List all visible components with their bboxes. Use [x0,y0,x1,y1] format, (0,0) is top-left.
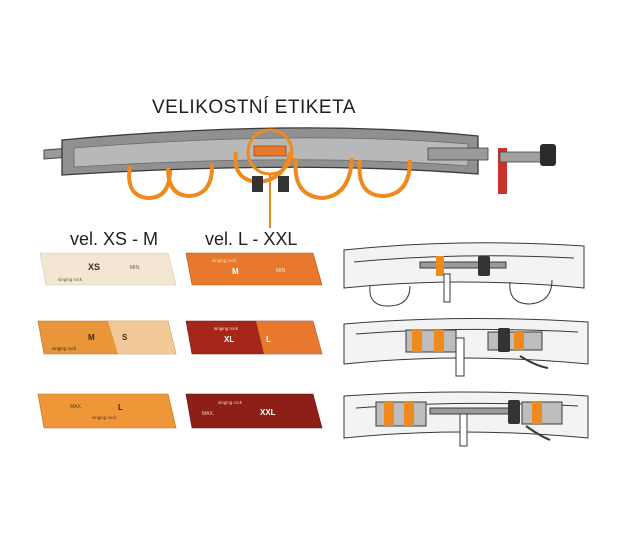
label-xs-shape [39,252,177,286]
size-labels: XS MIN. singing rock M MIN. singing rock… [37,252,323,429]
buckle-left [252,176,263,192]
column-heading-xs-m: vel. XS - M [70,229,159,249]
label-xxl-shape [185,393,323,429]
harness-illustration [43,127,556,228]
label-m-s-alt: S [122,333,128,342]
label-xl-l-alt: L [266,335,271,344]
adjustment-sketches [343,242,589,447]
gear-loop-2 [166,163,215,199]
red-tab [498,148,507,194]
label-xs-alt: MIN. [130,265,141,271]
adjustment-sketch-1 [343,242,585,307]
label-xl-l-brand: singing rock [214,326,239,331]
label-xl-l-stripe [256,321,322,354]
label-xs: XS MIN. singing rock [39,252,177,286]
label-l: L MAX. singing rock [37,393,177,429]
label-xxl-size: XXL [260,408,276,417]
label-xxl-brand: singing rock [218,400,243,405]
label-xl-size: M [232,267,239,276]
gear-loop-1 [127,165,172,201]
column-heading-l-xxl: vel. L - XXL [205,229,298,249]
label-xl: M MIN. singing rock [185,252,323,286]
gear-loop-4 [293,157,354,201]
harness-size-label [253,145,287,157]
label-xxl-alt: MAX. [202,411,214,417]
label-xl-l-size: XL [224,335,234,344]
harness-strap-right [427,147,489,161]
label-m-s-size: M [88,333,95,342]
label-m-s: M S singing rock [37,320,177,355]
label-l-brand: singing rock [92,415,117,420]
label-l-alt: MAX. [70,404,82,410]
label-xs-brand: singing rock [58,277,83,282]
label-m-s-brand: singing rock [52,346,77,351]
label-xl-brand: singing rock [212,258,237,263]
diagram-title: VELIKOSTNÍ ETIKETA [152,97,356,118]
label-xl-l: XL L singing rock [185,320,323,355]
label-m-s-stripe [108,321,176,354]
label-l-size: L [118,403,123,412]
label-xl-shape [185,252,323,286]
gear-loop-5 [357,159,412,199]
label-xl-alt: MIN. [276,268,287,274]
buckle-right [278,176,289,192]
end-buckle [540,144,556,166]
label-xxl: XXL MAX. singing rock [185,393,323,429]
label-xs-size: XS [88,262,100,272]
adjustment-sketch-2 [343,317,589,377]
adjustment-sketch-3 [343,391,589,447]
label-l-shape [37,393,177,429]
